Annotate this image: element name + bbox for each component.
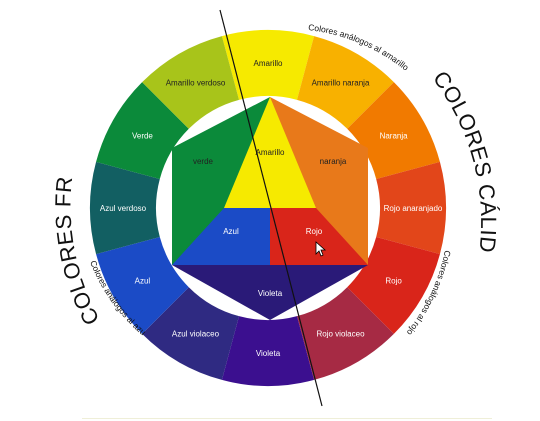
inner-violeta-label: Violeta bbox=[258, 289, 283, 298]
wheel-segment bbox=[347, 82, 440, 180]
wheel-segment bbox=[96, 82, 189, 180]
colores-frios-label: COLORES FRÍOS bbox=[0, 0, 104, 329]
wheel-segment bbox=[376, 161, 446, 255]
divider-line bbox=[219, 9, 323, 407]
wheel-segment-label: Amarillo naranja bbox=[312, 78, 370, 87]
wheel-segment bbox=[296, 36, 394, 129]
wheel-segment-label: Rojo violaceo bbox=[316, 330, 365, 339]
inner-azul-label: Azul bbox=[223, 227, 239, 236]
wheel-segment bbox=[221, 316, 315, 386]
wheel-segment-label: Amarillo bbox=[254, 59, 283, 68]
inner-amarillo-label: Amarillo bbox=[256, 148, 285, 157]
wheel-segment bbox=[142, 287, 240, 380]
wheel-segment-label: Azul verdoso bbox=[100, 204, 147, 213]
wheel-segment bbox=[90, 161, 160, 255]
wheel-segment-label: Violeta bbox=[256, 349, 281, 358]
bottom-divider bbox=[82, 418, 492, 419]
wheel-segment bbox=[221, 29, 315, 100]
wheel-segment bbox=[296, 287, 394, 380]
wheel-segment bbox=[142, 36, 240, 129]
inner-blue-triangle bbox=[172, 208, 270, 265]
inner-naranja-label: naranja bbox=[320, 157, 347, 166]
wheel-segment-label: Amarillo verdoso bbox=[166, 78, 226, 87]
wheel-segment bbox=[96, 236, 189, 334]
inner-green-region bbox=[172, 97, 270, 265]
cursor-arrow-icon bbox=[315, 241, 327, 257]
wheel-segment bbox=[347, 236, 440, 334]
inner-yellow-triangle bbox=[224, 97, 316, 208]
inner-orange-region bbox=[270, 97, 368, 265]
wheel-segment-label: Rojo bbox=[385, 277, 402, 286]
wheel-segment-label: Azul bbox=[135, 277, 151, 286]
inner-violet-triangle bbox=[172, 265, 368, 320]
wheel-segment-label: Azul violaceo bbox=[172, 330, 220, 339]
wheel-segment-label: Rojo anaranjado bbox=[384, 204, 443, 213]
inner-rojo-label: Rojo bbox=[306, 227, 323, 236]
wheel-segment-label: Verde bbox=[132, 132, 153, 141]
inner-red-triangle bbox=[270, 208, 368, 265]
inner-verde-label: verde bbox=[193, 157, 214, 166]
wheel-segment-label: Naranja bbox=[380, 132, 409, 141]
